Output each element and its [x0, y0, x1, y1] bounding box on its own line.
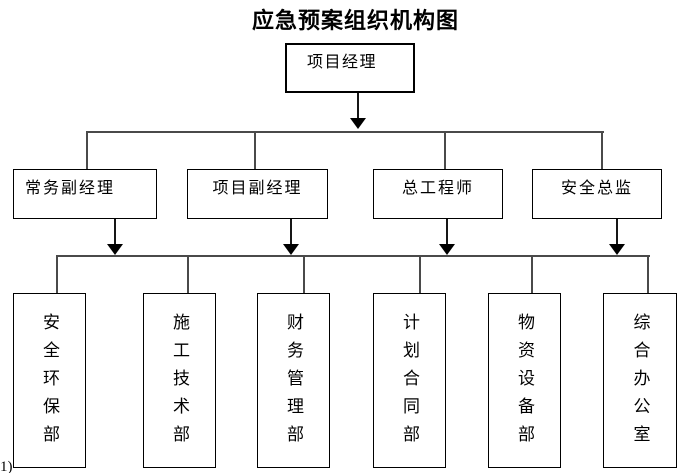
connector-drop-dept-4 — [419, 255, 421, 293]
connector-drop-manager-2 — [254, 131, 256, 169]
connector-manager-4-arrow-line — [616, 219, 618, 245]
chart-title: 应急预案组织机构图 — [252, 8, 460, 33]
arrow-down-icon — [107, 244, 123, 255]
node-finance-management-dept: 财务管理部 — [257, 293, 330, 468]
connector-drop-dept-1 — [56, 255, 58, 293]
node-project-manager-label: 项目经理 — [307, 54, 378, 71]
connector-drop-dept-6 — [647, 255, 649, 293]
node-planning-contract-dept-label: 计划合同部 — [400, 313, 419, 453]
node-construction-technology-dept-label: 施工技术部 — [170, 313, 189, 453]
node-general-office-label: 综合办公室 — [630, 313, 650, 453]
connector-drop-dept-5 — [531, 255, 533, 293]
node-chief-engineer: 总工程师 — [373, 169, 503, 219]
node-finance-management-dept-label: 财务管理部 — [284, 313, 303, 453]
node-material-equipment-dept-label: 物资设备部 — [515, 313, 534, 453]
node-safety-director: 安全总监 — [532, 169, 662, 219]
connector-manager-2-arrow-line — [290, 219, 292, 245]
node-deputy-project-manager-label: 项目副经理 — [212, 180, 303, 197]
connector-root-arrow-line — [357, 93, 359, 119]
node-planning-contract-dept: 计划合同部 — [373, 293, 446, 468]
page-number-fragment: 1) — [0, 459, 13, 473]
arrow-down-icon — [283, 244, 299, 255]
connector-drop-dept-2 — [187, 255, 189, 293]
connector-manager-1-arrow-line — [114, 219, 116, 245]
node-safety-environment-dept: 安全环保部 — [13, 293, 86, 468]
node-material-equipment-dept: 物资设备部 — [488, 293, 561, 468]
connector-drop-manager-1 — [86, 131, 88, 169]
node-general-office: 综合办公室 — [603, 293, 677, 468]
node-project-manager: 项目经理 — [285, 43, 415, 93]
node-chief-engineer-label: 总工程师 — [401, 180, 474, 197]
node-executive-deputy-manager: 常务副经理 — [13, 169, 157, 219]
node-executive-deputy-manager-label: 常务副经理 — [25, 180, 116, 197]
node-deputy-project-manager: 项目副经理 — [187, 169, 328, 219]
connector-drop-dept-3 — [303, 255, 305, 293]
node-safety-director-label: 安全总监 — [560, 180, 633, 197]
connector-rail-level1 — [86, 131, 604, 133]
node-safety-environment-dept-label: 安全环保部 — [40, 313, 59, 453]
connector-manager-3-arrow-line — [446, 219, 448, 245]
arrow-down-icon — [609, 244, 625, 255]
arrow-down-icon — [439, 244, 455, 255]
connector-drop-manager-3 — [444, 131, 446, 169]
node-construction-technology-dept: 施工技术部 — [143, 293, 216, 468]
arrow-down-icon — [350, 118, 366, 129]
connector-rail-level2 — [56, 255, 650, 257]
connector-drop-manager-4 — [601, 131, 603, 169]
